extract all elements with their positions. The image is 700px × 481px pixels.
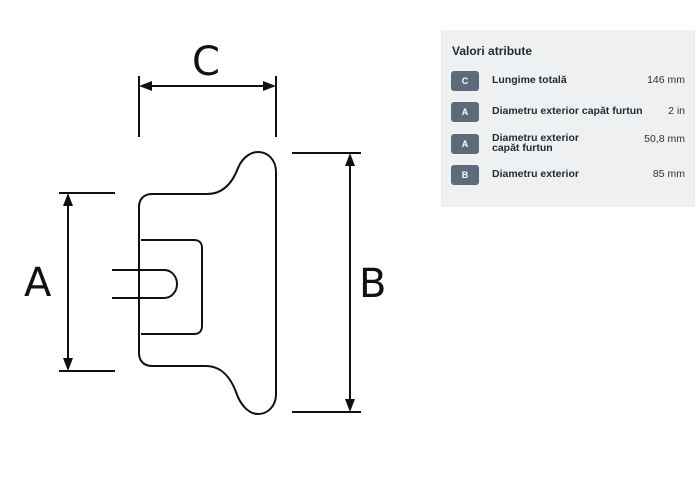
attribute-badge: A xyxy=(451,134,479,154)
attribute-value: 85 mm xyxy=(652,168,685,180)
dim-c-arrow-left xyxy=(139,81,152,91)
attribute-value: 146 mm xyxy=(647,74,685,86)
label-b: B xyxy=(359,261,386,307)
attribute-row: A Diametru exterior capăt furtun 50,8 mm xyxy=(451,133,685,154)
attribute-row: B Diametru exterior 85 mm xyxy=(451,165,685,185)
fitting-body-outline xyxy=(138,150,277,416)
attribute-badge: C xyxy=(451,71,479,91)
attribute-row: A Diametru exterior capăt furtun 2 in xyxy=(451,102,685,122)
attribute-name: Diametru exterior capăt furtun xyxy=(492,105,643,117)
attribute-values-panel: Valori atribute C Lungime totală 146 mm … xyxy=(441,30,695,207)
dim-b-arrow-bottom xyxy=(345,399,355,412)
hose-tail xyxy=(112,269,179,299)
dim-a-arrow-top xyxy=(63,193,73,206)
attribute-row: C Lungime totală 146 mm xyxy=(451,71,685,91)
dim-c-arrow-right xyxy=(263,81,276,91)
attribute-name: Diametru exterior xyxy=(492,168,579,180)
attribute-name: Diametru exterior capăt furtun xyxy=(492,132,579,154)
label-a: A xyxy=(24,260,52,306)
attribute-value: 2 in xyxy=(668,105,685,117)
dim-b-arrow-top xyxy=(345,153,355,166)
attribute-badge: B xyxy=(451,165,479,185)
attribute-badge: A xyxy=(451,102,479,122)
fitting-inner-outline xyxy=(141,239,203,335)
label-c: C xyxy=(192,39,220,85)
attribute-value: 50,8 mm xyxy=(644,133,685,145)
dim-a-arrow-bottom xyxy=(63,358,73,371)
attribute-name: Lungime totală xyxy=(492,74,567,86)
panel-title: Valori atribute xyxy=(452,44,533,58)
